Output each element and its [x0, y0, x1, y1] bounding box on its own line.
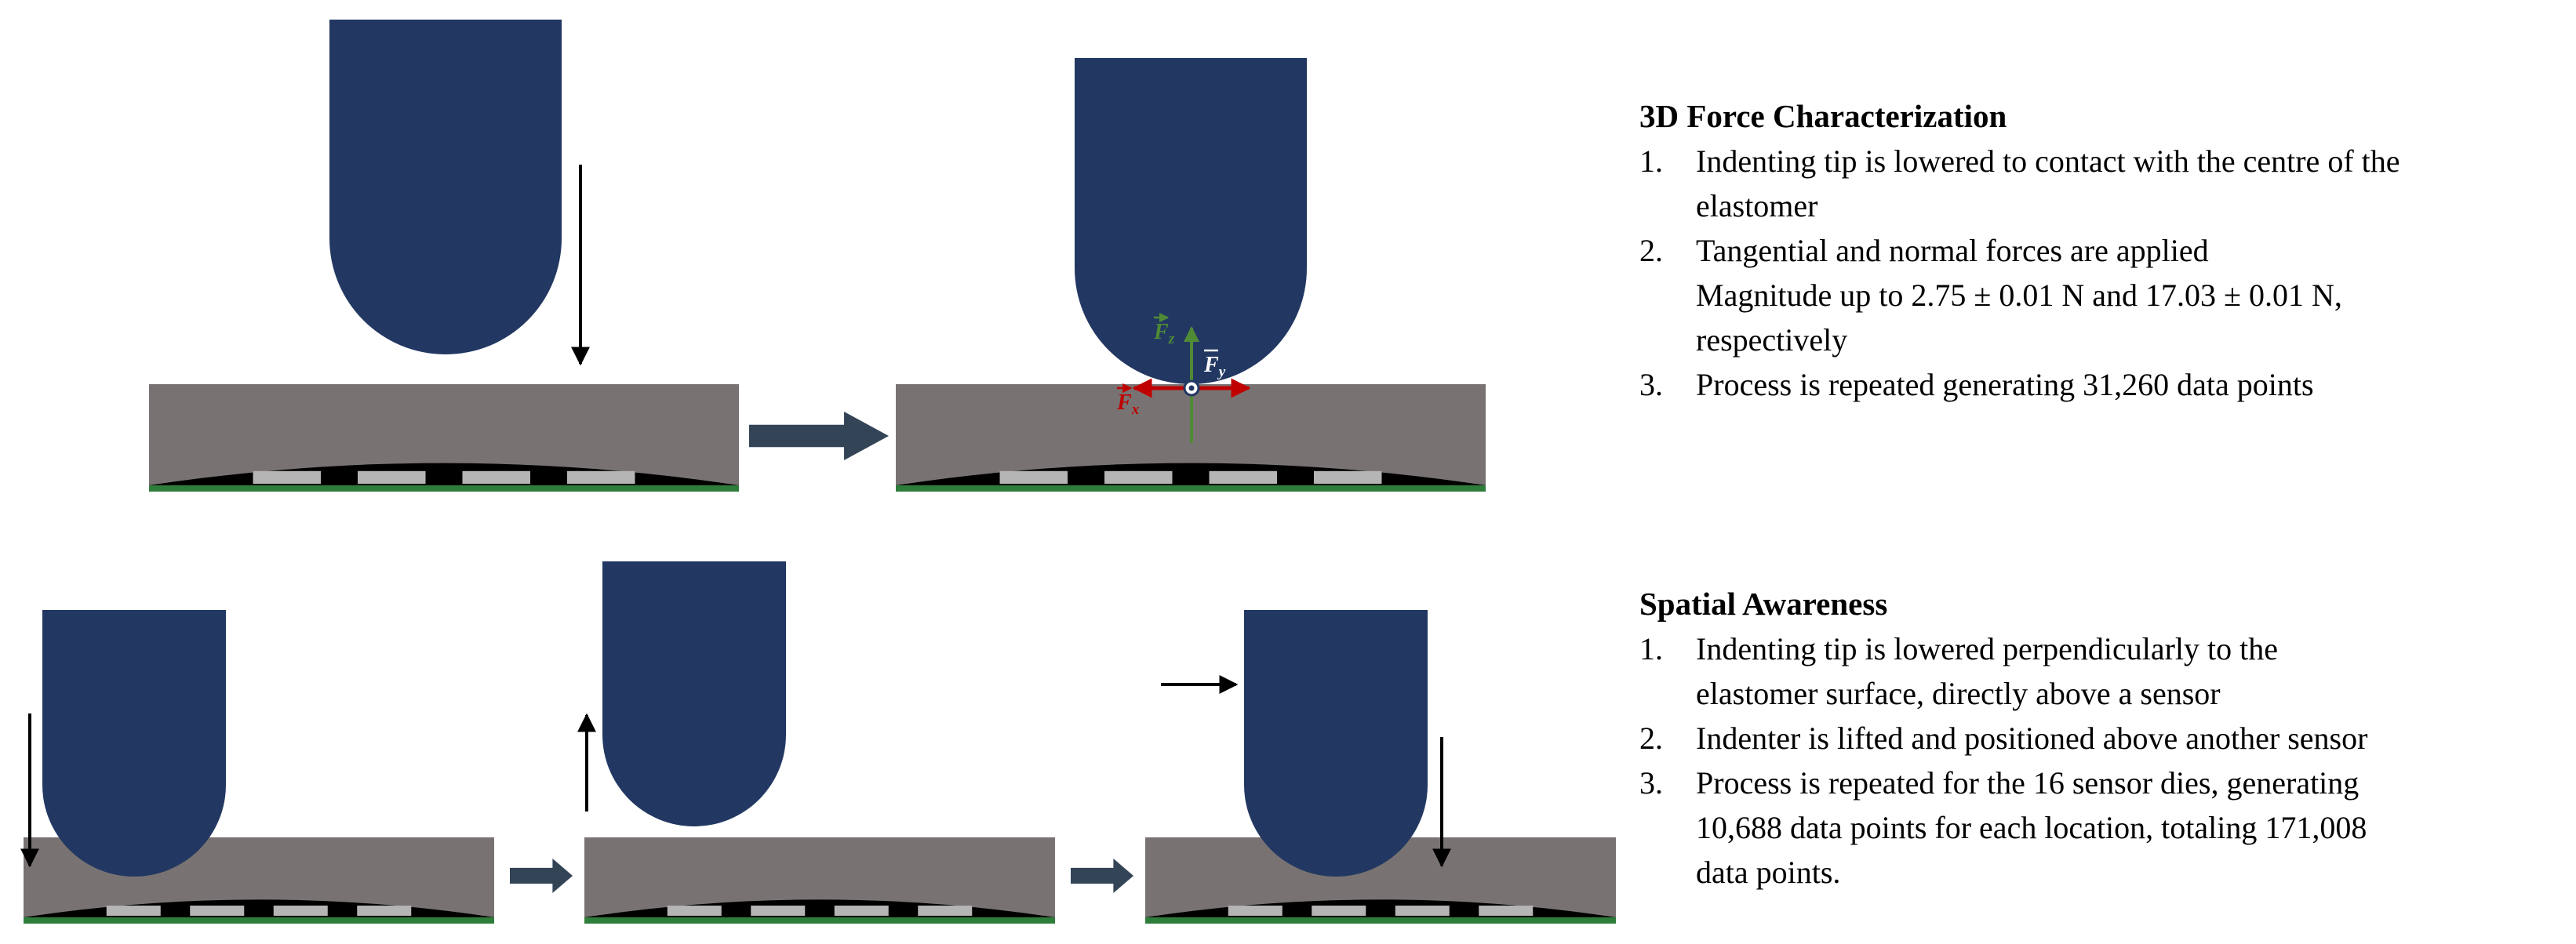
sensor-die — [273, 906, 328, 916]
spatial-step-3: 3. Process is repeated for the 16 sensor … — [1639, 761, 2565, 895]
step-text: Tangential and normal forces are applied… — [1696, 228, 2565, 362]
step-text-line: Tangential and normal forces are applied — [1696, 233, 2209, 268]
sensor-die — [1312, 906, 1366, 916]
elastomer-device-4 — [584, 837, 1055, 924]
step-text: Indenting tip is lowered perpendicularly… — [1696, 626, 2565, 716]
force-z-label: Fz — [1153, 320, 1175, 347]
force-y-dot — [1188, 385, 1195, 391]
step-text-line: Process is repeated for the 16 sensor di… — [1696, 765, 2360, 801]
step-text-line: respectively — [1696, 322, 1848, 358]
step-number: 3. — [1639, 367, 1663, 402]
sensor-die — [106, 906, 161, 916]
step-text-line: 10,688 data points for each location, to… — [1696, 810, 2367, 845]
spatial-step-1: 1. Indenting tip is lowered perpendicular… — [1639, 626, 2565, 716]
spatial-awareness-steps: 1. Indenting tip is lowered perpendicular… — [1639, 626, 2565, 895]
pcb-strip — [24, 917, 494, 924]
force-characterization-steps: 1. Indenting tip is lowered to contact wi… — [1639, 139, 2565, 407]
sensor-die — [1313, 470, 1382, 484]
indenter-1 — [329, 20, 562, 354]
indenter-3 — [42, 610, 226, 877]
sensor-die — [566, 470, 635, 484]
force-x-symbol: F — [1116, 390, 1132, 415]
force-y-symbol: F — [1203, 353, 1219, 377]
step-text-line: data points. — [1696, 855, 1841, 890]
force-step-2: 2. Tangential and normal forces are appli… — [1639, 228, 2565, 362]
step-text: Process is repeated for the 16 sensor di… — [1696, 761, 2565, 895]
sensor-die — [918, 906, 973, 916]
force-step-3: 3. Process is repeated generating 31,260 … — [1639, 362, 2565, 407]
force-characterization-panel: 3D Force Characterization 1. Indenting ti… — [1639, 94, 2565, 407]
sensor-die — [1479, 906, 1534, 916]
pcb-strip — [1145, 917, 1616, 924]
flow-arrow-3 — [1071, 859, 1133, 893]
force-x-label: Fx — [1116, 390, 1140, 418]
step-text-line: Indenting tip is lowered to contact with… — [1696, 143, 2400, 179]
sensor-die — [357, 906, 412, 916]
sensor-die — [1228, 906, 1283, 916]
force-step-1: 1. Indenting tip is lowered to contact wi… — [1639, 139, 2565, 228]
sensor-die — [462, 470, 530, 484]
step-number: 2. — [1639, 721, 1663, 756]
elastomer-device-1 — [149, 384, 739, 492]
flow-arrow-2 — [510, 859, 573, 893]
arrow-layer — [20, 165, 1451, 893]
sensor-die — [358, 470, 426, 484]
force-y-subscript: y — [1217, 364, 1226, 380]
sensor-die — [999, 470, 1068, 484]
step-text-line: Indenting tip is lowered perpendicularly… — [1696, 631, 2279, 666]
force-x-subscript: x — [1131, 401, 1140, 418]
step-text: Indenting tip is lowered to contact with… — [1696, 139, 2565, 228]
sensor-die — [834, 906, 889, 916]
force-y-label: Fy — [1203, 353, 1226, 380]
sensor-die — [253, 470, 322, 484]
sensor-die — [1395, 906, 1450, 916]
step-text: Indenter is lifted and positioned above … — [1696, 716, 2565, 761]
spatial-step-2: 2. Indenter is lifted and positioned abov… — [1639, 716, 2565, 761]
indenter-2 — [1075, 58, 1307, 384]
indenter-layer — [42, 20, 1428, 877]
step-text-line: Magnitude up to 2.75 ± 0.01 N and 17.03 … — [1696, 278, 2342, 313]
step-text-line: elastomer surface, directly above a sens… — [1696, 676, 2221, 711]
pcb-strip — [584, 917, 1055, 924]
step-text-line: Process is repeated generating 31,260 da… — [1696, 367, 2314, 402]
step-number: 2. — [1639, 233, 1663, 268]
step-number: 1. — [1639, 631, 1663, 666]
flow-arrow-1 — [749, 412, 889, 460]
step-number: 1. — [1639, 143, 1663, 179]
sensor-die — [667, 906, 722, 916]
spatial-awareness-panel: Spatial Awareness 1. Indenting tip is low… — [1639, 582, 2565, 895]
indenter-4 — [602, 561, 786, 826]
force-characterization-title: 3D Force Characterization — [1639, 98, 2007, 134]
force-z-symbol: F — [1153, 320, 1169, 344]
step-text-line: elastomer — [1696, 188, 1818, 223]
sensor-die — [1209, 470, 1277, 484]
sensor-die — [190, 906, 245, 916]
pcb-strip — [149, 485, 739, 492]
pcb-strip — [896, 485, 1486, 492]
step-text-line: Indenter is lifted and positioned above … — [1696, 721, 2368, 756]
spatial-awareness-title: Spatial Awareness — [1639, 586, 1888, 622]
step-number: 3. — [1639, 765, 1663, 801]
step-text: Process is repeated generating 31,260 da… — [1696, 362, 2565, 407]
sensor-die — [1104, 470, 1173, 484]
sensor-die — [751, 906, 806, 916]
force-z-subscript: z — [1168, 331, 1175, 347]
indenter-5 — [1244, 610, 1428, 877]
